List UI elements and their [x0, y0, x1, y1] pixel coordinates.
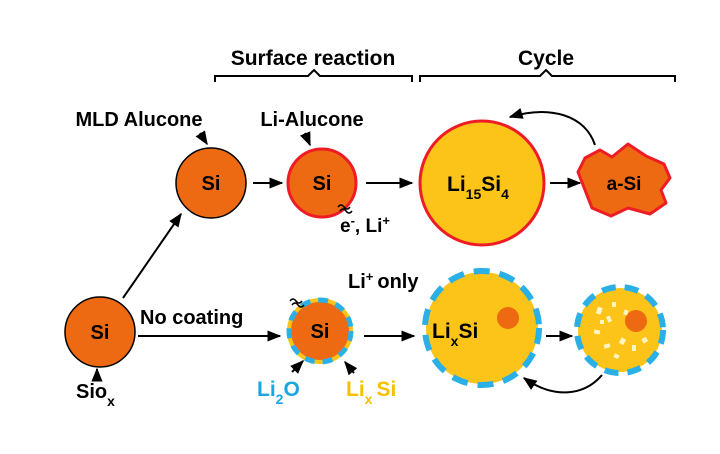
a-si-fragment [576, 142, 672, 218]
si-nocoat-blue-shell [286, 297, 354, 365]
mld-alucone-pointer [195, 130, 208, 146]
li2o-pointer [290, 360, 304, 374]
li15si4-particle [418, 119, 546, 247]
no-coating-label: No coating [140, 307, 243, 329]
lixsi-particle [426, 272, 538, 384]
si-start-particle [64, 296, 136, 368]
lixsi-si-core [497, 307, 519, 329]
cycle-heading: Cycle [518, 47, 574, 70]
lixsi-particle-label: LixSi [432, 320, 478, 349]
si-lialucone-label: Si [313, 173, 332, 195]
arrow-final-back [522, 374, 603, 394]
si-mld-particle [175, 147, 247, 219]
crack-mark-bottom [289, 298, 303, 304]
crack-mark-bottom-2 [291, 302, 305, 308]
crack-mark-top-2 [339, 208, 353, 214]
lixsi-pointer [344, 360, 358, 376]
si-mld-label: Si [202, 173, 221, 195]
arrow-asi-back [508, 108, 596, 146]
arrow-si-to-mld [122, 212, 182, 299]
final-flakes [593, 302, 649, 360]
surface-reaction-heading: Surface reaction [231, 47, 396, 70]
final-blue-shell [574, 284, 666, 376]
si-nocoat-particle [290, 301, 350, 361]
siox-label: Siox [76, 381, 115, 409]
lixsi-blue-shell [422, 268, 542, 388]
mld-alucone-label: MLD Alucone [75, 109, 202, 131]
li-only-label: Li+only [348, 269, 419, 294]
cycle-bracket [419, 68, 676, 82]
final-si-core [625, 310, 647, 332]
li-alucone-label: Li-Alucone [260, 109, 363, 131]
li-alucone-pointer [299, 131, 311, 147]
crack-mark-top [337, 204, 351, 210]
a-si-label: a-Si [607, 174, 642, 195]
surface-reaction-bracket [214, 68, 413, 82]
si-lialucone-particle [286, 147, 358, 219]
electron-li-label: e-, Li+ [340, 213, 390, 238]
li15si4-label: Li15Si4 [447, 173, 509, 202]
si-start-label: Si [91, 322, 110, 344]
si-nocoat-label: Si [311, 321, 330, 343]
li2o-label: Li2O [257, 378, 300, 407]
